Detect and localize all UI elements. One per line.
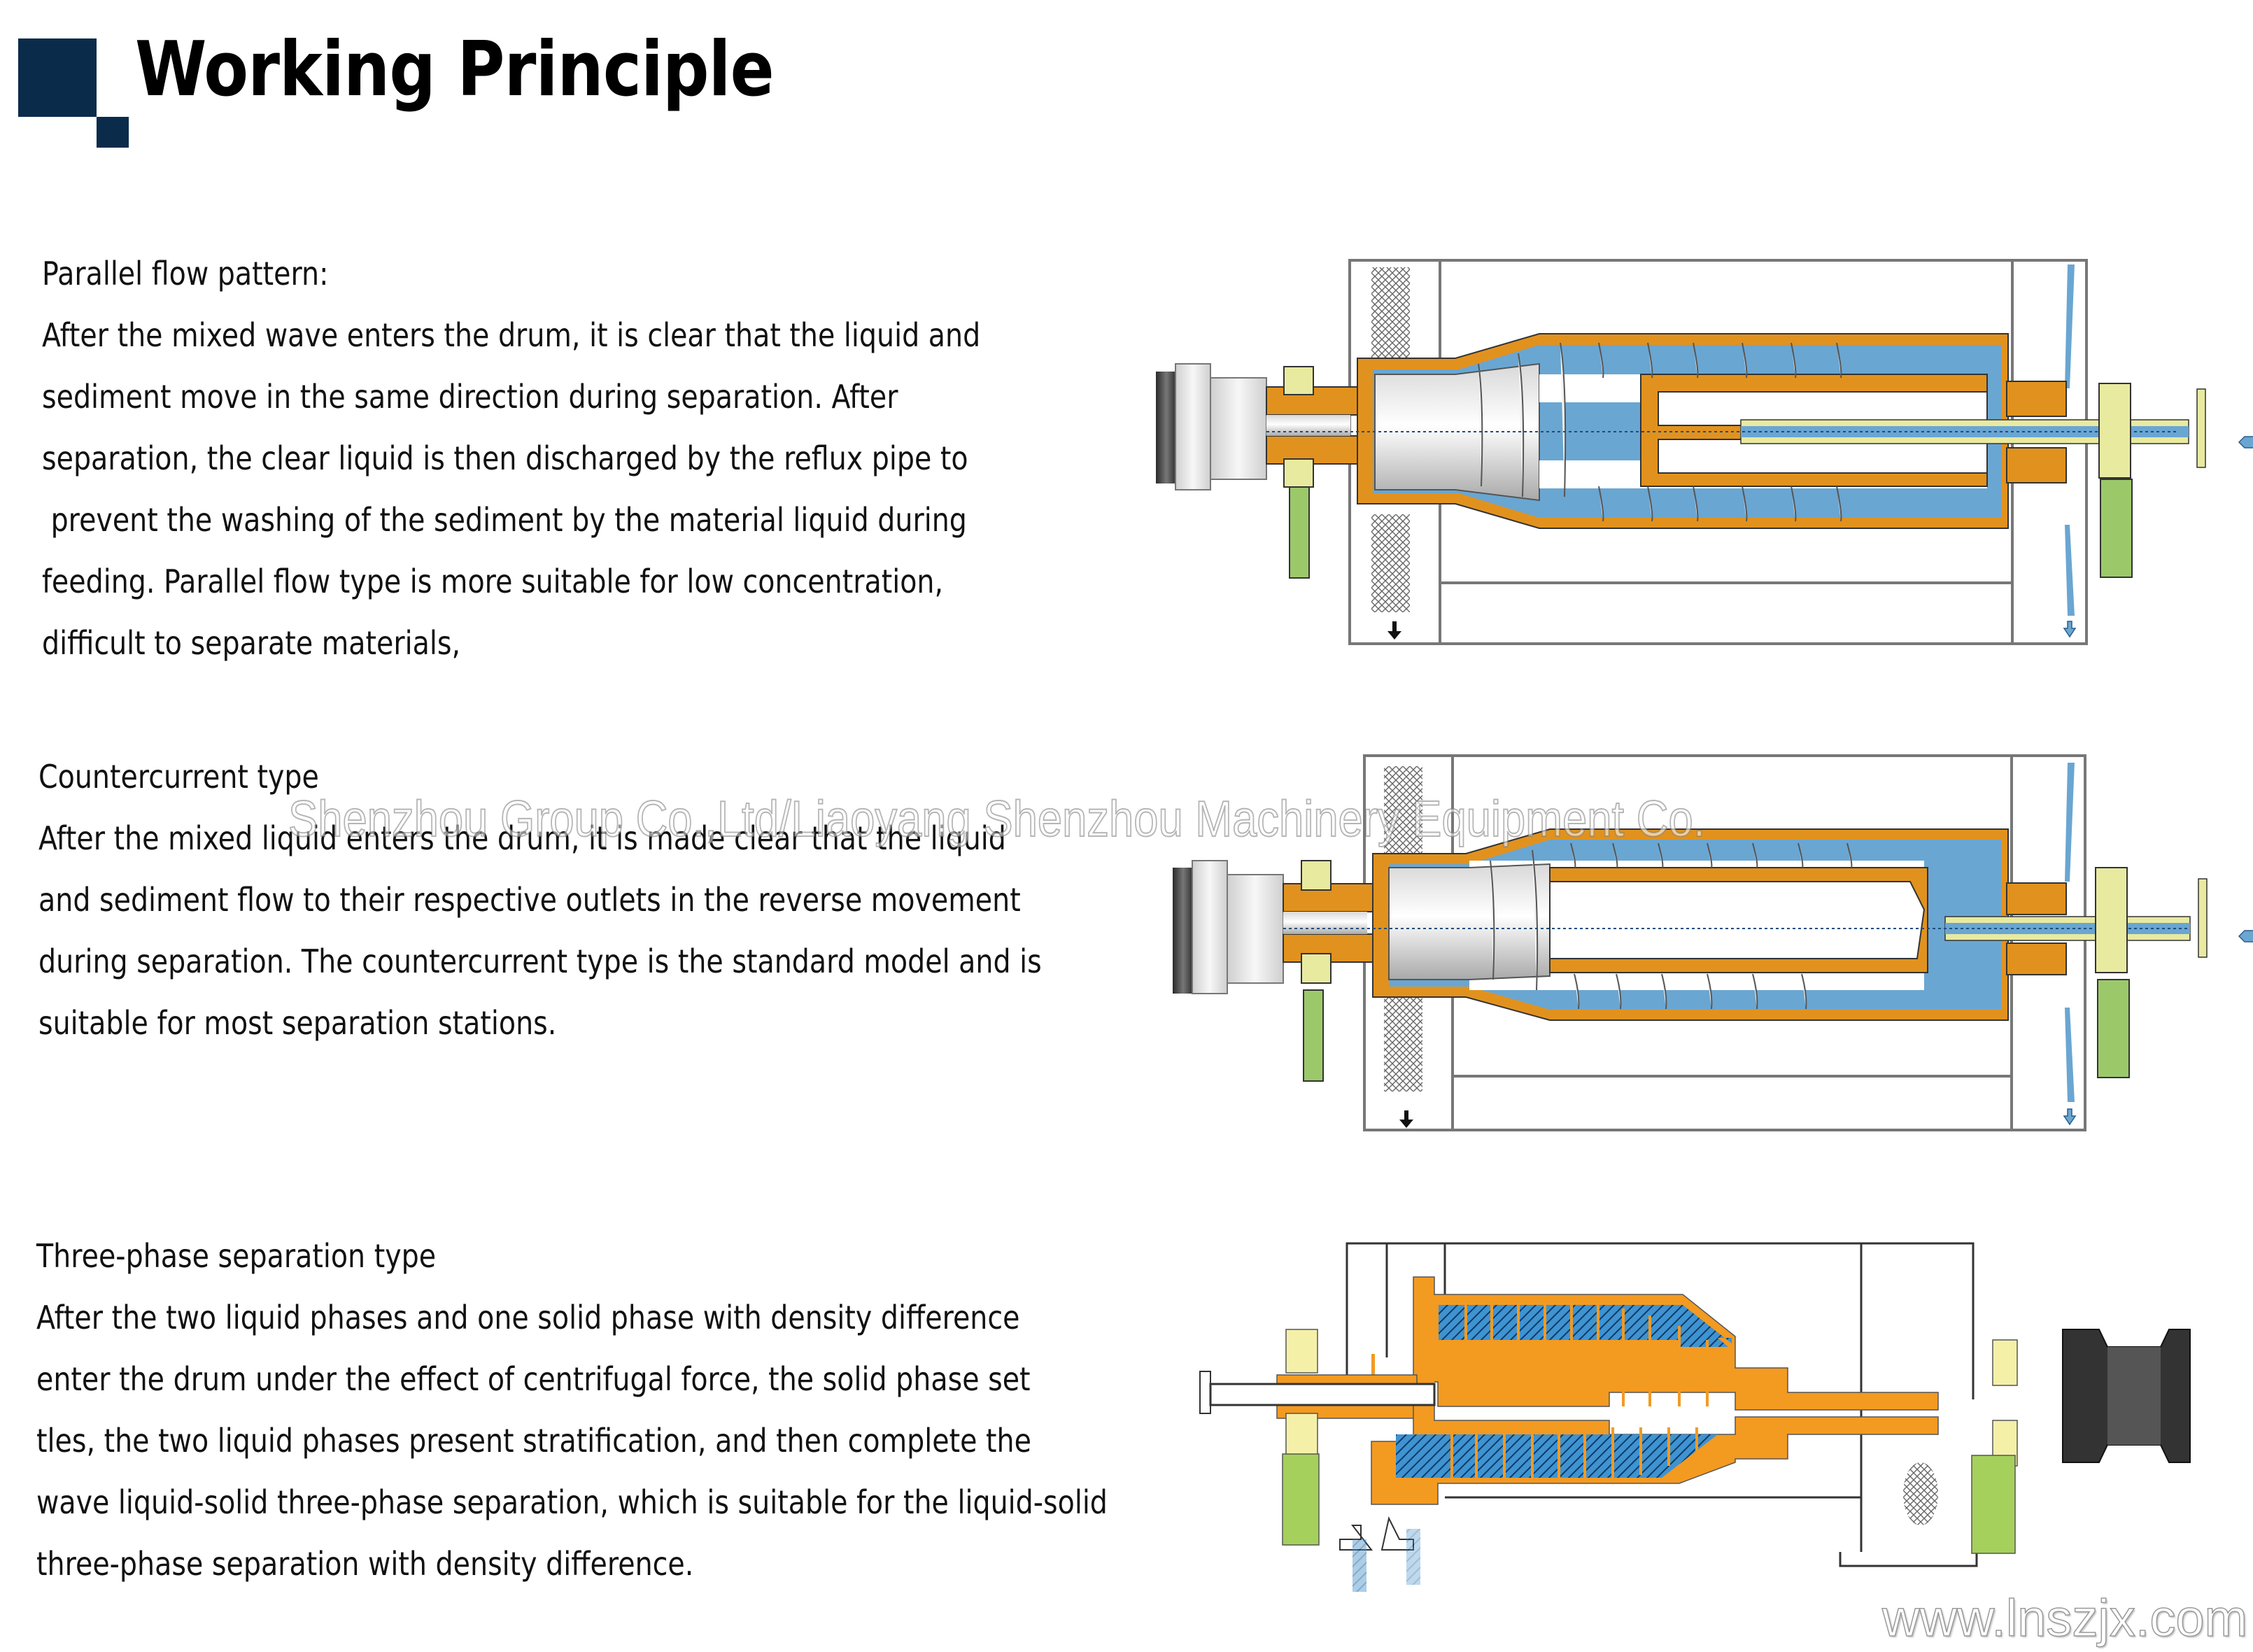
page-title: Working Principle — [135, 26, 775, 113]
liquid-discharge-bottom — [2065, 525, 2075, 616]
housing-frame — [1346, 1242, 1978, 1567]
feed-inlet-arrow-icon — [2238, 436, 2253, 449]
feed-flange — [2196, 388, 2206, 468]
paragraph-line: separation, the clear liquid is then dis… — [42, 439, 968, 477]
screw-flights — [1490, 842, 1853, 1010]
screw-flights — [1478, 342, 1842, 522]
footer-url: www.lnszjx.com — [1881, 1588, 2248, 1648]
paragraph-line: After the mixed liquid enters the drum, … — [38, 819, 1006, 857]
section-parallel-flow: Parallel flow pattern: After the mixed w… — [42, 243, 1133, 674]
liquid-outlet-arrow-icon — [2063, 621, 2077, 638]
feed-tube — [1944, 916, 2191, 941]
support-left — [1303, 989, 1324, 1082]
support-left — [1282, 1453, 1320, 1546]
solids-discharge-bottom — [1384, 997, 1422, 1092]
solids-discharge — [1903, 1462, 1938, 1525]
bearing-housing-left — [1283, 366, 1314, 395]
bowl-upper — [1413, 1276, 1939, 1411]
paragraph-line: sediment move in the same direction duri… — [42, 378, 898, 416]
bearing-housing-left — [1301, 860, 1332, 891]
bearing-housing-right — [1992, 1339, 2018, 1386]
feed-inlet-arrow-icon — [2238, 930, 2253, 943]
logo-block-small — [97, 117, 129, 148]
support-left — [1289, 486, 1310, 579]
diagram-parallel-flow — [1156, 259, 2253, 645]
screw-blades — [1450, 1305, 1709, 1478]
solids-outlet-arrow-icon — [1399, 1110, 1413, 1128]
paragraph-line: prevent the washing of the sediment by t… — [42, 501, 967, 539]
liquid-discharge-top — [2065, 264, 2075, 388]
screw-conveyor — [1374, 362, 1540, 502]
paragraph-line: during separation. The countercurrent ty… — [38, 943, 1042, 980]
heavy-liquid-stream — [1352, 1539, 1366, 1592]
liquid-layer-bottom — [1396, 1434, 1662, 1478]
paragraph-line: and sediment flow to their respective ou… — [38, 881, 1021, 919]
heavy-liquid-outlet — [1339, 1525, 1373, 1551]
housing-frame — [1348, 259, 2088, 645]
solids-outlet-arrow-icon — [1387, 621, 1401, 640]
section-heading: Three-phase separation type — [36, 1237, 437, 1275]
feed-flange — [2198, 878, 2208, 958]
section-heading: Countercurrent type — [38, 758, 319, 796]
bearing-housing-left — [1285, 1329, 1318, 1374]
paragraph-line: difficult to separate materials, — [42, 624, 461, 662]
bearing-housing-right — [2095, 867, 2128, 973]
liquid-discharge-top — [2065, 763, 2075, 882]
paragraph-line: After the mixed wave enters the drum, it… — [42, 316, 981, 354]
drive-pulley — [1156, 372, 1177, 483]
solids-discharge-bottom — [1371, 514, 1410, 612]
liquid-outlet-arrow-icon — [2063, 1108, 2077, 1126]
paragraph-line: enter the drum under the effect of centr… — [36, 1360, 1031, 1398]
section-heading: Parallel flow pattern: — [42, 255, 329, 292]
bearing-housing-right — [2098, 383, 2131, 479]
section-three-phase: Three-phase separation type After the tw… — [36, 1225, 1282, 1595]
watermark: Shenzhou Group Co.,Ltd/Liaoyang Shenzhou… — [288, 791, 1706, 848]
feed-tube — [1740, 419, 2189, 444]
paragraph-line: feeding. Parallel flow type is more suit… — [42, 563, 944, 600]
paragraph-line: tles, the two liquid phases present stra… — [36, 1422, 1031, 1460]
bowl — [1357, 333, 2009, 529]
liquid-discharge-bottom — [2065, 1008, 2075, 1102]
diagram-three-phase — [1199, 1242, 2191, 1592]
paragraph-line: After the two liquid phases and one soli… — [36, 1299, 1020, 1336]
logo-block-large — [18, 38, 97, 117]
screw-conveyor — [1388, 863, 1551, 980]
solids-discharge-top — [1371, 267, 1410, 365]
support-right — [2097, 979, 2130, 1078]
light-liquid-stream — [1406, 1529, 1420, 1585]
paragraph-line: wave liquid-solid three-phase separation… — [36, 1483, 1108, 1521]
section-countercurrent: Countercurrent type After the mixed liqu… — [38, 746, 1205, 1054]
pulley-hub — [1175, 363, 1211, 490]
support-right — [1971, 1455, 2016, 1554]
paragraph-line: three-phase separation with density diff… — [36, 1545, 694, 1583]
bowl-lower — [1371, 1402, 1939, 1505]
paragraph-line: suitable for most separation stations. — [38, 1004, 557, 1042]
liquid-layer-top — [1439, 1305, 1732, 1343]
support-right — [2100, 479, 2133, 578]
light-liquid-outlet — [1380, 1516, 1414, 1551]
bowl — [1372, 828, 2009, 1021]
drive-pulley — [2062, 1329, 2191, 1463]
